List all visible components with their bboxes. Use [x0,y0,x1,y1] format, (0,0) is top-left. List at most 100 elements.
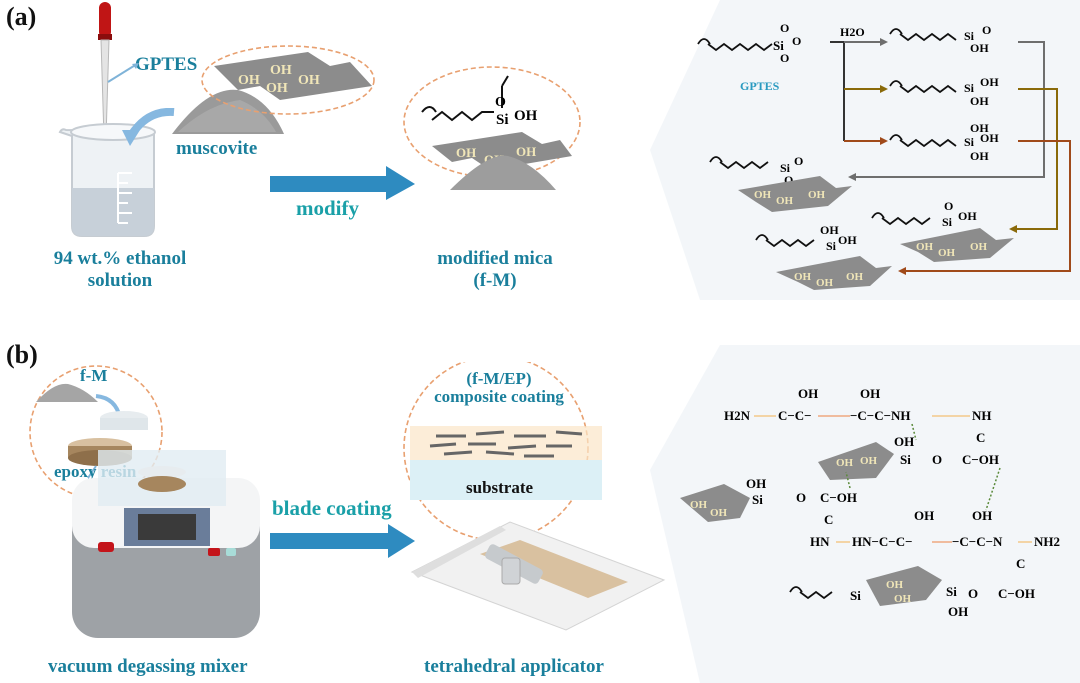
svg-text:OH: OH [914,508,934,523]
svg-text:OH: OH [980,131,999,145]
svg-text:OH: OH [710,507,728,519]
oh-group: OH [516,144,536,159]
svg-text:Si: Si [752,492,763,507]
svg-text:OH: OH [798,386,818,401]
svg-text:OH: OH [972,508,992,523]
svg-text:OH: OH [938,247,956,259]
svg-text:Si: Si [900,452,911,467]
oh-group: OH [270,63,292,78]
svg-text:C: C [976,430,985,445]
svg-text:O: O [794,154,803,168]
tetrahedral-applicator-icon [410,521,666,631]
svg-text:OH: OH [970,241,988,253]
svg-text:OH: OH [860,455,878,467]
vacuum-mixer-icon [72,450,260,638]
svg-text:OH: OH [970,149,989,163]
ethanol-solution-line2: solution [87,270,153,291]
water-reagent: H2O [840,25,865,39]
svg-text:OH: OH [970,41,989,55]
ethanol-solution-label: 94 wt.% ethanol solution [30,248,210,292]
svg-text:O: O [982,23,991,37]
svg-text:Si: Si [964,135,975,149]
gptes-scheme-label: GPTES [740,79,780,93]
blade-coating-step-label: blade coating [272,496,392,520]
gptes-pointer-arrow [107,63,139,83]
composite-coating-label: (f-M/EP) composite coating [404,370,594,406]
svg-text:OH: OH [816,277,834,289]
svg-text:C−OH: C−OH [998,586,1035,601]
blade-coating-arrow-icon [270,524,415,558]
svg-text:OH: OH [916,241,934,253]
gptes-structure: Si O O O [697,21,801,65]
svg-text:H2N: H2N [724,408,751,423]
svg-text:Si: Si [942,215,953,229]
svg-text:OH: OH [754,189,772,201]
svg-text:O: O [968,586,978,601]
resin-mixing-inset [29,365,163,499]
svg-text:OH: OH [690,499,708,511]
si-atom: Si [496,112,509,128]
modified-mica-label: modified mica (f-M) [420,248,570,292]
modified-mica-line2: (f-M) [473,270,517,291]
svg-text:OH: OH [794,271,812,283]
mixer-label: vacuum degassing mixer [48,656,248,677]
svg-text:OH: OH [948,604,968,619]
panel-b-label: (b) [6,340,38,369]
oh-group: OH [298,73,320,88]
svg-text:OH: OH [958,209,977,223]
svg-text:OH: OH [894,593,912,605]
svg-text:O: O [932,452,942,467]
svg-text:O: O [792,34,801,48]
svg-text:OH: OH [746,476,766,491]
svg-text:Si: Si [850,588,861,603]
oh-group: OH [266,81,288,96]
svg-text:O: O [944,199,953,213]
svg-text:Si: Si [964,29,975,43]
substrate-label: substrate [466,478,534,497]
modified-mica-line1: modified mica [437,248,553,269]
svg-text:Si: Si [964,81,975,95]
svg-text:O: O [780,51,789,65]
svg-text:−C−C−N: −C−C−N [952,534,1003,549]
svg-text:OH: OH [894,434,914,449]
o-atom: O [495,95,506,110]
fm-filler-label: f-M [80,366,108,385]
applicator-label: tetrahedral applicator [424,656,604,677]
svg-text:HN−C−C−: HN−C−C− [852,534,913,549]
pour-arrow-icon [122,108,175,146]
composite-coating-line1: (f-M/EP) [466,369,532,388]
ethanol-solution-line1: 94 wt.% ethanol [53,248,187,269]
svg-text:OH: OH [776,195,794,207]
svg-text:HN: HN [810,534,830,549]
svg-text:OH: OH [820,223,839,237]
svg-text:O: O [796,490,806,505]
pipette-icon [98,2,112,139]
svg-text:OH: OH [886,579,904,591]
svg-text:C: C [1016,556,1025,571]
modified-mica-powder-icon [450,155,556,190]
svg-text:NH2: NH2 [1034,534,1060,549]
svg-text:OH: OH [838,233,857,247]
svg-text:O: O [780,21,789,35]
mica-sheet-inset: OH OH OH OH [201,45,375,115]
svg-text:C−C−: C−C− [778,408,812,423]
oh-group: OH [514,108,538,124]
svg-text:OH: OH [836,457,854,469]
svg-text:C−OH: C−OH [962,452,999,467]
svg-text:C: C [824,512,833,527]
muscovite-label: muscovite [176,138,258,159]
svg-text:OH: OH [860,386,880,401]
svg-text:Si: Si [780,161,791,175]
modify-step-label: modify [296,196,359,220]
svg-text:OH: OH [808,189,826,201]
svg-text:NH: NH [972,408,992,423]
muscovite-powder-icon [172,89,284,134]
panel-a-label: (a) [6,2,37,31]
oh-group: OH [456,145,476,160]
